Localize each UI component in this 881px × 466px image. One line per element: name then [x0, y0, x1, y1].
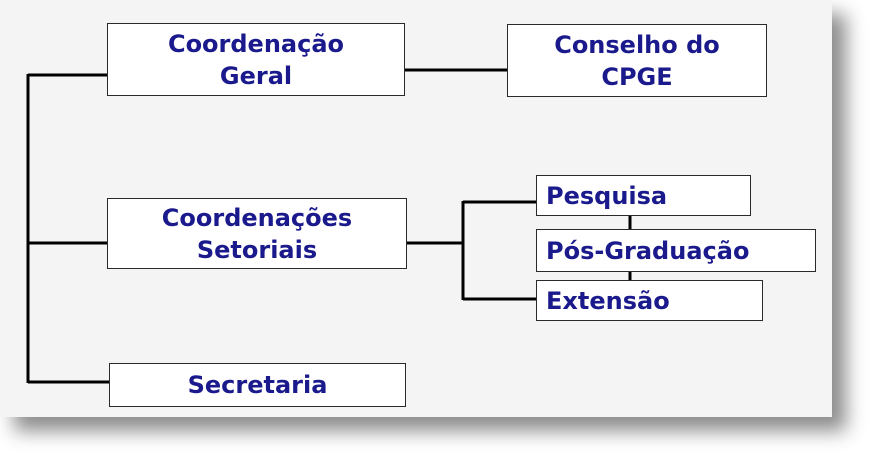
conselho-cpge-label: Conselho do CPGE: [554, 30, 720, 91]
pos-graduacao-box: Pós-Graduação: [536, 229, 816, 272]
coordenacao-geral-box: Coordenação Geral: [107, 23, 405, 96]
secretaria-box: Secretaria: [109, 363, 406, 407]
pos-graduacao-label: Pós-Graduação: [546, 236, 750, 265]
extensao-label: Extensão: [546, 286, 670, 315]
pesquisa-box: Pesquisa: [536, 175, 751, 216]
coordenacao-geral-label: Coordenação Geral: [167, 29, 345, 90]
conselho-cpge-box: Conselho do CPGE: [507, 24, 767, 97]
extensao-box: Extensão: [536, 280, 763, 321]
secretaria-label: Secretaria: [187, 371, 328, 399]
coordenacoes-setoriais-box: Coordenações Setoriais: [107, 198, 407, 269]
pesquisa-label: Pesquisa: [546, 181, 668, 210]
coordenacoes-setoriais-label: Coordenações Setoriais: [161, 203, 353, 264]
